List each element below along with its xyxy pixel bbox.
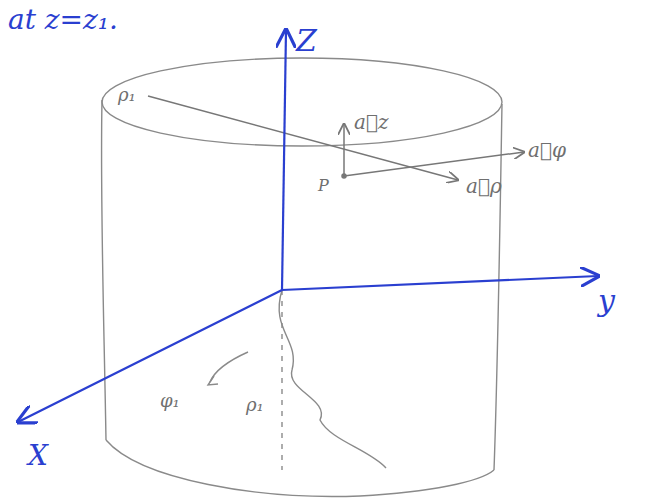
angle-label: φ₁ — [160, 392, 180, 410]
axes — [18, 30, 598, 422]
point-label: P — [318, 178, 329, 194]
axis-label: y — [598, 286, 615, 316]
radius-label: ρ₁ — [118, 86, 136, 104]
vector-label: a⃗ρ — [466, 176, 502, 196]
cylinder — [101, 58, 502, 497]
vector-label: a⃗z — [354, 112, 388, 132]
axis-label: Z — [296, 26, 317, 56]
note-text: at z=z₁. — [8, 6, 118, 34]
axis-label: X — [28, 442, 48, 470]
radius-label: ρ₁ — [246, 396, 264, 414]
unit-vectors — [148, 96, 524, 180]
vector-label: a⃗φ — [528, 140, 566, 160]
